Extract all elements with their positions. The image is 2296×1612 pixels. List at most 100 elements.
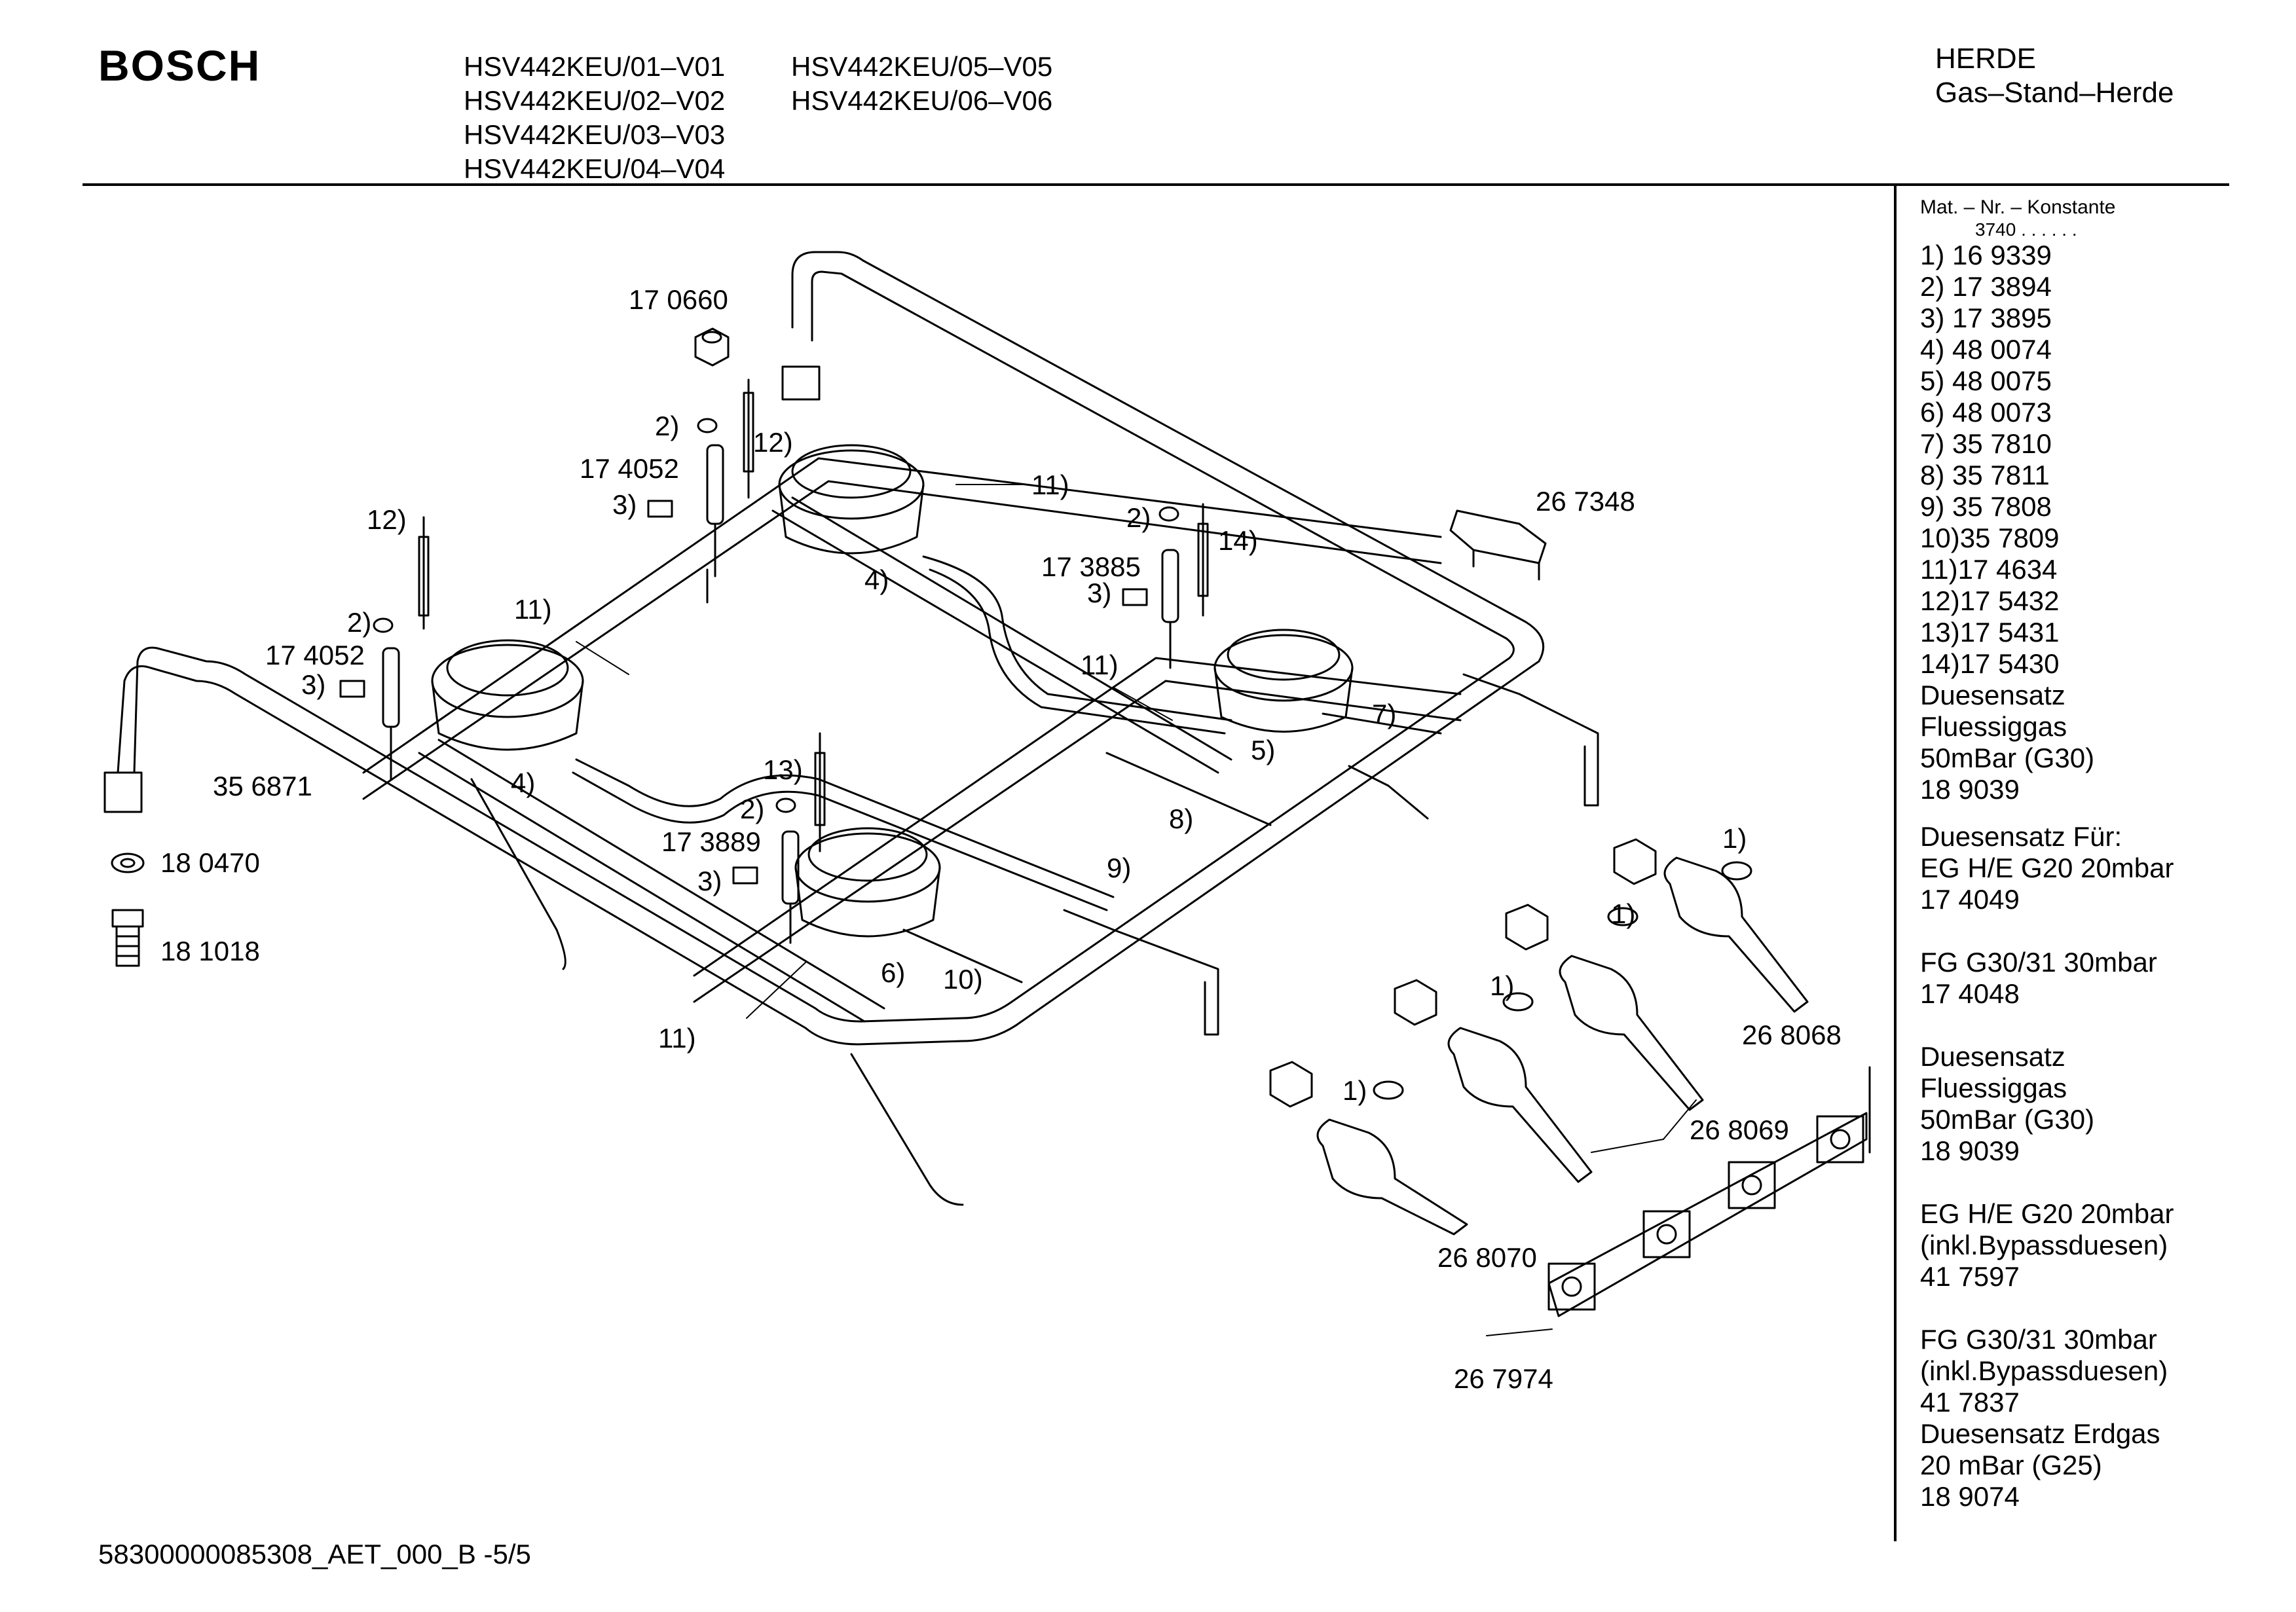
model-number: HSV442KEU/03–V03	[464, 119, 726, 150]
callout-label: 17 4052	[580, 453, 679, 484]
callout-label: 11)	[658, 1023, 696, 1053]
note-line: Fluessiggas	[1920, 711, 2067, 742]
note-line: 18 9039	[1920, 1135, 2020, 1166]
note-line: 18 9074	[1920, 1481, 2020, 1512]
part-entry: 13)17 5431	[1920, 617, 2060, 648]
note-line: (inkl.Bypassduesen)	[1920, 1355, 2168, 1386]
callout-label: 17 3889	[661, 826, 761, 857]
part-entry: 6) 48 0073	[1920, 397, 2052, 428]
note-line: 41 7597	[1920, 1261, 2020, 1292]
note-line: 17 4049	[1920, 884, 2020, 915]
callout-label: 18 0470	[160, 847, 260, 878]
gas-valve	[1316, 1080, 1468, 1236]
model-list-left: HSV442KEU/01–V01 HSV442KEU/02–V02 HSV442…	[464, 50, 725, 186]
note-group: FG G30/31 30mbar (inkl.Bypassduesen) 41 …	[1920, 1324, 2261, 1512]
pipe-fitting	[103, 365, 821, 813]
note-line: 50mBar (G30)	[1920, 742, 2095, 773]
nozzle-plug	[111, 909, 144, 967]
model-number: HSV442KEU/01–V01	[464, 51, 726, 82]
part-entry: 5) 48 0075	[1920, 365, 2052, 396]
sidebar-divider	[1894, 186, 1897, 1541]
callout-label: 12)	[753, 427, 793, 458]
parts-sidebar: Mat. – Nr. – Konstante 3740 . . . . . . …	[1920, 195, 2261, 1512]
gas-valve	[1447, 992, 1593, 1183]
burner-cup	[778, 444, 925, 555]
part-entry: 2) 17 3894	[1920, 271, 2052, 302]
callout-label: 1)	[1490, 970, 1514, 1001]
material-constant: 3740 . . . . . .	[1975, 219, 2077, 240]
callout-label: 1)	[1611, 898, 1635, 929]
burner-assembly-diagram: 17 0660 2) 12) 17 4052 3) 11) 12) 2) 17 …	[103, 251, 1871, 1394]
callout-label: 17 3885	[1041, 551, 1141, 582]
part-entry: 1) 16 9339	[1920, 240, 2052, 270]
callout-label: 11)	[514, 594, 552, 625]
appliance-category: HERDE Gas–Stand–Herde	[1935, 42, 2174, 110]
note-group: Duesensatz Für: EG H/E G20 20mbar 17 404…	[1920, 821, 2261, 915]
callout-label: 35 6871	[213, 771, 312, 801]
part-entry: 7) 35 7810	[1920, 428, 2052, 459]
part-entry: 8) 35 7811	[1920, 460, 2050, 490]
callout-label: 11)	[1081, 650, 1119, 680]
gas-rail-frame	[117, 251, 1545, 1046]
part-entry: 12)17 5432	[1920, 585, 2060, 616]
washer	[339, 418, 1179, 885]
model-number: HSV442KEU/06–V06	[791, 85, 1053, 116]
part-entry: 4) 48 0074	[1920, 334, 2052, 365]
callout-label: 12)	[367, 504, 407, 535]
callout-label: 26 8069	[1690, 1114, 1789, 1145]
callout-label: 7)	[1372, 699, 1396, 729]
callout-label: 3)	[612, 489, 637, 520]
callout-label: 2)	[347, 607, 371, 638]
gas-valve	[1559, 907, 1704, 1111]
part-entry: 9) 35 7808	[1920, 491, 2052, 522]
note-group: EG H/E G20 20mbar (inkl.Bypassduesen) 41…	[1920, 1198, 2261, 1292]
model-number: HSV442KEU/02–V02	[464, 85, 726, 116]
callout-label: 2)	[1126, 502, 1151, 533]
note-line: FG G30/31 30mbar	[1920, 1324, 2157, 1355]
part-entry: 10)35 7809	[1920, 522, 2060, 553]
callout-label: 18 1018	[160, 936, 260, 966]
model-list-right: HSV442KEU/05–V05 HSV442KEU/06–V06	[791, 50, 1052, 118]
callout-label: 3)	[697, 866, 722, 896]
part-entry: 11)17 4634	[1920, 554, 2058, 585]
callout-label: 26 7348	[1536, 486, 1635, 517]
hex-nut	[694, 327, 730, 367]
note-line: 17 4048	[1920, 978, 2020, 1009]
callout-label: 11)	[1031, 469, 1069, 500]
callout-label: 1)	[1342, 1075, 1367, 1106]
callout-label: 13)	[763, 754, 803, 785]
note-line: Duesensatz Für:	[1920, 821, 2122, 852]
callout-labels: 17 0660 2) 12) 17 4052 3) 11) 12) 2) 17 …	[160, 284, 1842, 1394]
nozzle-nut	[1269, 838, 1657, 1108]
callout-label: 26 8070	[1437, 1242, 1537, 1273]
parts-list: 1) 16 9339 2) 17 3894 3) 17 3895 4) 48 0…	[1920, 240, 2261, 680]
note-line: Duesensatz	[1920, 1041, 2065, 1072]
callout-label: 3)	[1087, 577, 1111, 608]
note-line: Duesensatz Erdgas	[1920, 1418, 2160, 1449]
note-line: FG G30/31 30mbar	[1920, 947, 2157, 978]
brand-logo: BOSCH	[98, 41, 261, 90]
note-line: 41 7837	[1920, 1387, 2020, 1418]
material-number-heading: Mat. – Nr. – Konstante	[1920, 196, 2116, 218]
note-line: EG H/E G20 20mbar	[1920, 1198, 2174, 1229]
callout-label: 5)	[1251, 735, 1275, 765]
category-subtitle: Gas–Stand–Herde	[1935, 77, 2174, 109]
model-number: HSV442KEU/05–V05	[791, 51, 1053, 82]
header-divider	[83, 183, 2229, 186]
ignition-wire	[470, 568, 964, 1206]
gas-valve	[1663, 856, 1809, 1013]
note-line: 50mBar (G30)	[1920, 1104, 2095, 1135]
callout-label: 3)	[301, 669, 325, 700]
mounting-bracket	[1063, 673, 1599, 1036]
callout-label: 2)	[655, 411, 679, 441]
callout-label: 14)	[1218, 525, 1258, 556]
note-line: EG H/E G20 20mbar	[1920, 852, 2174, 883]
note-line: (inkl.Bypassduesen)	[1920, 1230, 2168, 1260]
callout-label: 8)	[1169, 803, 1193, 834]
model-number: HSV442KEU/04–V04	[464, 153, 726, 184]
igniter-pin	[382, 378, 1209, 944]
callout-label: 26 8068	[1742, 1019, 1842, 1050]
burner-cup	[1213, 629, 1354, 733]
part-entry: 3) 17 3895	[1920, 302, 2052, 333]
